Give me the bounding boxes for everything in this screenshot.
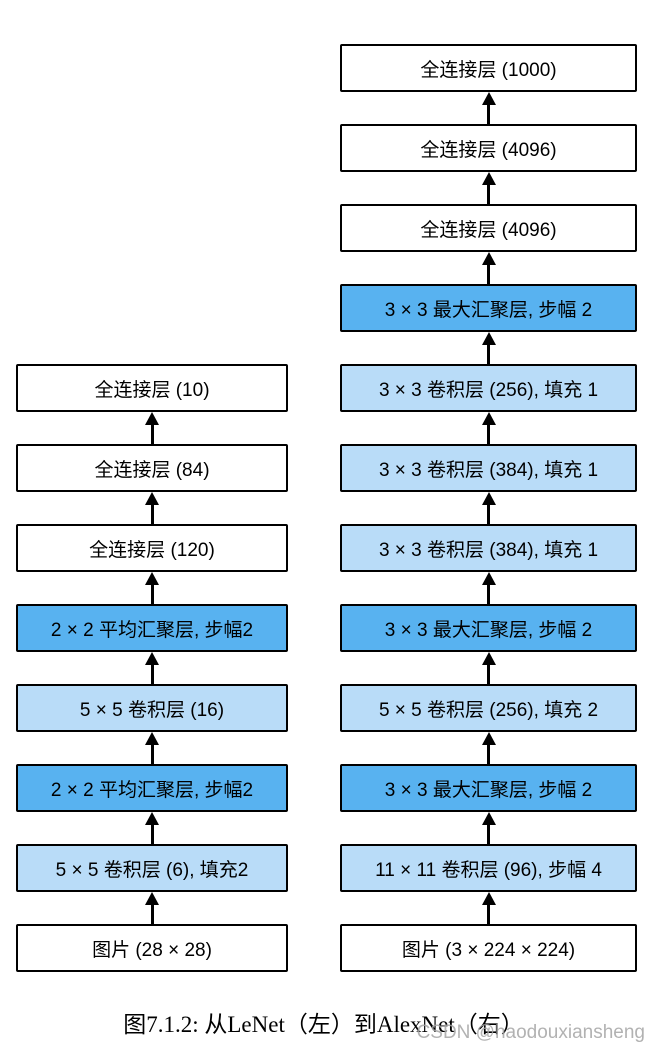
arrow-head-icon <box>481 652 496 665</box>
up-arrow-icon <box>340 492 637 524</box>
arrow-shaft <box>487 101 490 124</box>
layer-box: 全连接层 (1000) <box>340 44 637 92</box>
arrow-head-icon <box>481 332 496 345</box>
arrow-head-icon <box>145 412 159 425</box>
layer-box: 5 × 5 卷积层 (256), 填充 2 <box>340 684 637 732</box>
layer-box: 11 × 11 卷积层 (96), 步幅 4 <box>340 844 637 892</box>
arrow-shaft <box>150 501 154 524</box>
watermark: CSDN @haodouxiansheng <box>416 1022 645 1043</box>
alexnet-column: 全连接层 (1000) 全连接层 (4096) 全连接层 (4096) 3 × … <box>340 44 637 972</box>
arrow-shaft <box>487 901 490 924</box>
layer-box: 全连接层 (84) <box>16 444 288 492</box>
layer-box: 3 × 3 卷积层 (384), 填充 1 <box>340 524 637 572</box>
layer-box: 5 × 5 卷积层 (16) <box>16 684 288 732</box>
layer-box: 全连接层 (4096) <box>340 204 637 252</box>
arrow-shaft <box>487 821 490 844</box>
up-arrow-icon <box>340 732 637 764</box>
layer-box: 2 × 2 平均汇聚层, 步幅2 <box>16 764 288 812</box>
up-arrow-icon <box>340 412 637 444</box>
arrow-head-icon <box>145 572 159 585</box>
arrow-head-icon <box>481 732 496 745</box>
layer-box: 全连接层 (10) <box>16 364 288 412</box>
arrow-head-icon <box>481 92 496 105</box>
arrow-shaft <box>150 661 154 684</box>
arrow-head-icon <box>481 492 496 505</box>
arrow-shaft <box>487 341 490 364</box>
arrow-shaft <box>487 181 490 204</box>
arrow-head-icon <box>145 732 159 745</box>
arrow-head-icon <box>481 892 496 905</box>
arrow-shaft <box>150 741 154 764</box>
arrow-head-icon <box>481 172 496 185</box>
layer-box: 全连接层 (120) <box>16 524 288 572</box>
arrow-head-icon <box>481 412 496 425</box>
layer-box: 2 × 2 平均汇聚层, 步幅2 <box>16 604 288 652</box>
arrow-shaft <box>150 581 154 604</box>
up-arrow-icon <box>340 332 637 364</box>
arrow-head-icon <box>145 652 159 665</box>
up-arrow-icon <box>16 812 288 844</box>
layer-box: 图片 (3 × 224 × 224) <box>340 924 637 972</box>
layer-box: 3 × 3 最大汇聚层, 步幅 2 <box>340 604 637 652</box>
layer-box: 3 × 3 最大汇聚层, 步幅 2 <box>340 284 637 332</box>
layer-box: 5 × 5 卷积层 (6), 填充2 <box>16 844 288 892</box>
arrow-shaft <box>150 821 154 844</box>
layer-box: 3 × 3 卷积层 (256), 填充 1 <box>340 364 637 412</box>
arrow-head-icon <box>145 812 159 825</box>
up-arrow-icon <box>16 732 288 764</box>
figure-caption: 图7.1.2: 从LeNet（左）到AlexNet（右） <box>123 1012 524 1037</box>
arrow-shaft <box>487 421 490 444</box>
arrow-shaft <box>487 661 490 684</box>
arrow-head-icon <box>145 892 159 905</box>
up-arrow-icon <box>340 892 637 924</box>
layer-box: 图片 (28 × 28) <box>16 924 288 972</box>
lenet-column: 全连接层 (10) 全连接层 (84) 全连接层 (120) 2 × 2 平均汇… <box>16 364 288 972</box>
up-arrow-icon <box>340 652 637 684</box>
arrow-shaft <box>487 741 490 764</box>
up-arrow-icon <box>340 812 637 844</box>
up-arrow-icon <box>340 572 637 604</box>
arrow-head-icon <box>481 252 496 265</box>
arrow-shaft <box>487 581 490 604</box>
up-arrow-icon <box>16 892 288 924</box>
up-arrow-icon <box>16 572 288 604</box>
arrow-shaft <box>150 421 154 444</box>
arrow-head-icon <box>145 492 159 505</box>
up-arrow-icon <box>16 652 288 684</box>
layer-box: 3 × 3 卷积层 (384), 填充 1 <box>340 444 637 492</box>
arrow-shaft <box>150 901 154 924</box>
up-arrow-icon <box>340 172 637 204</box>
arrow-head-icon <box>481 812 496 825</box>
layer-box: 3 × 3 最大汇聚层, 步幅 2 <box>340 764 637 812</box>
up-arrow-icon <box>16 492 288 524</box>
arrow-shaft <box>487 261 490 284</box>
up-arrow-icon <box>340 92 637 124</box>
up-arrow-icon <box>340 252 637 284</box>
layer-box: 全连接层 (4096) <box>340 124 637 172</box>
up-arrow-icon <box>16 412 288 444</box>
arrow-head-icon <box>481 572 496 585</box>
arrow-shaft <box>487 501 490 524</box>
